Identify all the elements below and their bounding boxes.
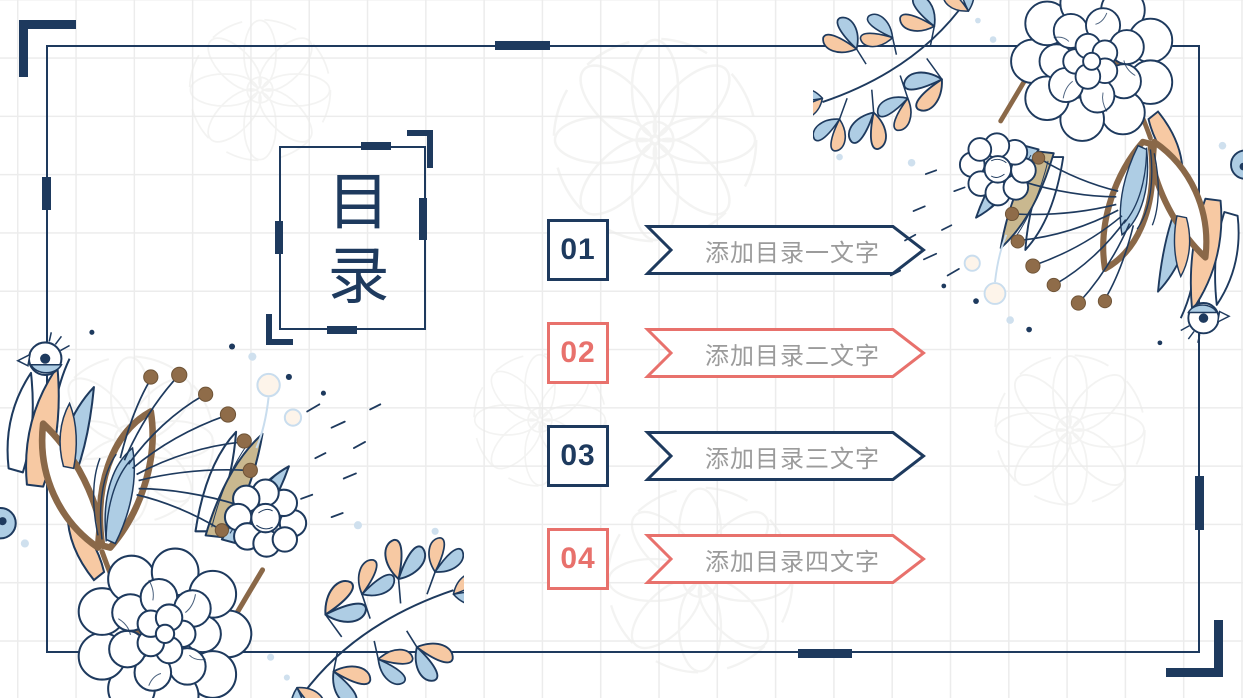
- toc-item-3[interactable]: 03 添加目录三文字: [547, 425, 938, 487]
- frame-tick-bottom: [798, 649, 852, 658]
- toc-item-4[interactable]: 04 添加目录四文字: [547, 528, 938, 590]
- toc-title-box: 目录: [279, 146, 426, 330]
- toc-item-banner[interactable]: 添加目录四文字: [643, 534, 926, 584]
- banner-arrow-icon: [643, 534, 926, 584]
- corner-bracket-top-left: [19, 20, 76, 77]
- toc-item-2[interactable]: 02 添加目录二文字: [547, 322, 938, 384]
- toc-item-banner[interactable]: 添加目录三文字: [643, 431, 926, 481]
- toc-item-number-box[interactable]: 03: [547, 425, 609, 487]
- toc-item-banner[interactable]: 添加目录二文字: [643, 328, 926, 378]
- toc-item-label: 添加目录二文字: [705, 342, 880, 370]
- toc-item-number-box[interactable]: 01: [547, 219, 609, 281]
- frame-tick-top: [495, 41, 550, 50]
- corner-bracket-bottom-right: [1166, 620, 1223, 677]
- toc-item-number: 01: [560, 233, 596, 266]
- frame-tick-right: [1195, 476, 1204, 530]
- toc-title: 目录: [316, 169, 390, 317]
- title-box-tick-right: [419, 198, 427, 240]
- toc-item-label: 添加目录四文字: [705, 548, 880, 576]
- toc-item-number-box[interactable]: 02: [547, 322, 609, 384]
- toc-item-label: 添加目录一文字: [705, 239, 880, 267]
- banner-arrow-icon: [643, 431, 926, 481]
- toc-item-number-box[interactable]: 04: [547, 528, 609, 590]
- toc-item-1[interactable]: 01 添加目录一文字: [547, 219, 938, 281]
- title-box-bracket-top-right: [407, 130, 433, 168]
- toc-item-number: 03: [560, 439, 596, 472]
- toc-item-number: 02: [560, 336, 596, 369]
- frame-tick-left: [42, 177, 51, 210]
- toc-item-number: 04: [560, 542, 596, 575]
- toc-item-banner[interactable]: 添加目录一文字: [643, 225, 926, 275]
- toc-item-label: 添加目录三文字: [705, 445, 880, 473]
